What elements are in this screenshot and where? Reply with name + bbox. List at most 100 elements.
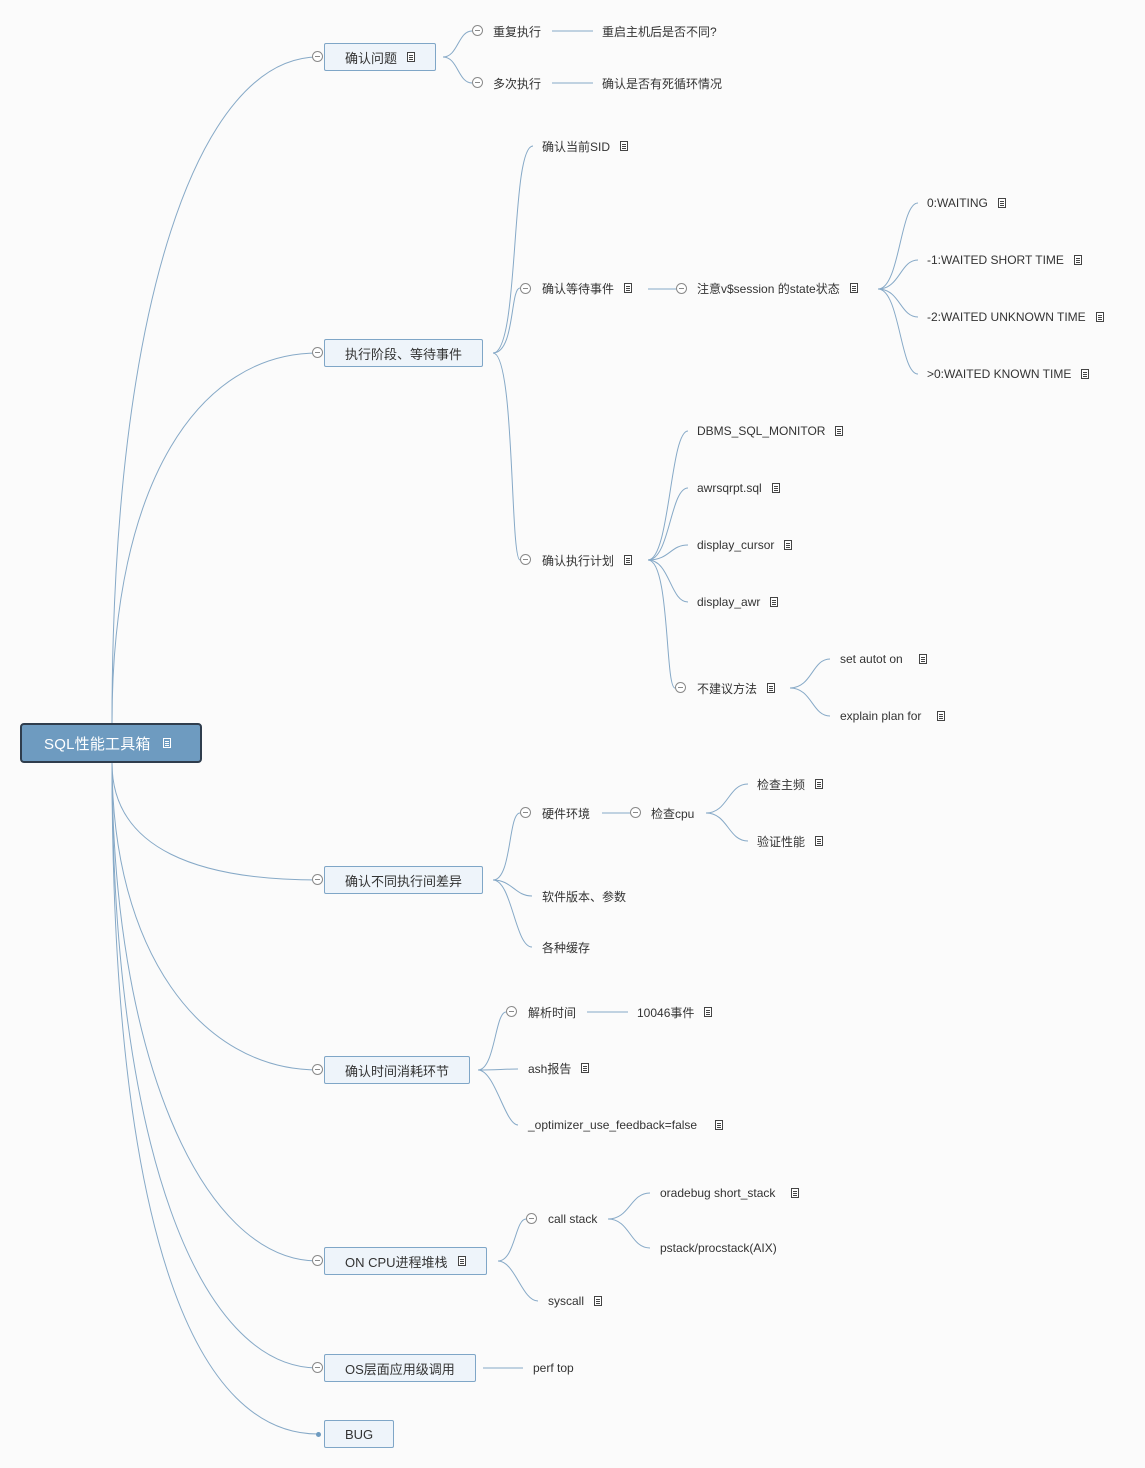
node-state-item[interactable]: 0:WAITING	[927, 194, 1006, 212]
node-multi-exec[interactable]: 多次执行	[493, 74, 541, 92]
note-icon[interactable]	[997, 198, 1006, 208]
link-root-b3	[111, 762, 319, 881]
collapse-icon[interactable]	[506, 1006, 517, 1017]
note-icon[interactable]	[835, 426, 844, 436]
node-not-recommended[interactable]: 不建议方法	[697, 679, 776, 697]
node-label: set autot on	[840, 652, 903, 666]
node-syscall[interactable]: syscall	[548, 1292, 603, 1310]
note-icon[interactable]	[624, 555, 633, 565]
note-icon[interactable]	[815, 779, 824, 789]
node-plan-item[interactable]: display_cursor	[697, 536, 793, 554]
node-label: 解析时间	[528, 1005, 577, 1020]
collapse-icon[interactable]	[312, 1064, 323, 1075]
collapse-icon[interactable]	[312, 347, 323, 358]
node-check-cpu[interactable]: 检查cpu	[651, 804, 694, 822]
note-icon[interactable]	[581, 1063, 590, 1073]
note-icon[interactable]	[1095, 312, 1104, 322]
node-state-item[interactable]: >0:WAITED KNOWN TIME	[927, 365, 1090, 383]
branch-confirm-problem[interactable]: 确认问题	[324, 43, 437, 71]
note-icon[interactable]	[624, 283, 633, 293]
node-cpu-item[interactable]: 检查主频	[757, 775, 824, 793]
note-icon[interactable]	[771, 483, 780, 493]
node-label: 注意v$session 的state状态	[697, 281, 840, 296]
node-label: 重启主机后是否不同?	[602, 24, 717, 39]
branch-os-app-call[interactable]: OS层面应用级调用	[324, 1354, 476, 1382]
collapse-icon[interactable]	[312, 1255, 323, 1266]
note-icon[interactable]	[594, 1296, 603, 1306]
branch-bug[interactable]: BUG	[324, 1420, 395, 1448]
node-current-sid[interactable]: 确认当前SID	[542, 137, 629, 155]
node-state-item[interactable]: -1:WAITED SHORT TIME	[927, 251, 1082, 269]
node-optimizer-feedback[interactable]: _optimizer_use_feedback=false	[528, 1116, 724, 1134]
node-repeat-exec[interactable]: 重复执行	[493, 22, 541, 40]
node-state-item[interactable]: -2:WAITED UNKNOWN TIME	[927, 308, 1104, 326]
collapse-icon[interactable]	[312, 1362, 323, 1373]
node-dead-loop[interactable]: 确认是否有死循环情况	[602, 74, 722, 92]
node-label: DBMS_SQL_MONITOR	[697, 424, 826, 438]
node-parse-time[interactable]: 解析时间	[528, 1003, 576, 1021]
note-icon[interactable]	[784, 540, 793, 550]
branch-on-cpu-stack[interactable]: ON CPU进程堆栈	[324, 1247, 487, 1275]
collapse-icon[interactable]	[312, 874, 323, 885]
node-wait-event[interactable]: 确认等待事件	[542, 279, 633, 297]
branch-exec-diff[interactable]: 确认不同执行间差异	[324, 866, 484, 894]
note-icon[interactable]	[162, 738, 171, 748]
note-icon[interactable]	[937, 711, 946, 721]
link-plan-0	[647, 430, 689, 561]
node-stack-item[interactable]: pstack/procstack(AIX)	[660, 1239, 777, 1257]
node-bad-item[interactable]: explain plan for	[840, 707, 946, 725]
note-icon[interactable]	[620, 141, 629, 151]
node-label: 软件版本、参数	[542, 889, 627, 904]
collapse-icon[interactable]	[472, 77, 483, 88]
node-call-stack[interactable]: call stack	[548, 1210, 597, 1228]
note-icon[interactable]	[704, 1007, 713, 1017]
note-icon[interactable]	[715, 1120, 724, 1130]
node-cache[interactable]: 各种缓存	[542, 938, 590, 956]
note-icon[interactable]	[1073, 255, 1082, 265]
node-reboot-diff[interactable]: 重启主机后是否不同?	[602, 22, 717, 40]
collapse-icon[interactable]	[526, 1213, 537, 1224]
node-label: call stack	[548, 1212, 598, 1226]
node-software[interactable]: 软件版本、参数	[542, 887, 626, 905]
collapse-icon[interactable]	[520, 807, 531, 818]
collapse-icon[interactable]	[312, 51, 323, 62]
node-10046[interactable]: 10046事件	[637, 1003, 713, 1021]
note-icon[interactable]	[815, 836, 824, 846]
note-icon[interactable]	[791, 1188, 800, 1198]
link-plan-3	[647, 559, 689, 603]
collapse-icon[interactable]	[676, 283, 687, 294]
collapse-icon[interactable]	[520, 283, 531, 294]
note-icon[interactable]	[770, 597, 779, 607]
link-plan-bad	[647, 559, 676, 689]
link-state-0	[877, 202, 919, 290]
branch-time-consumption[interactable]: 确认时间消耗环节	[324, 1056, 471, 1084]
root-node[interactable]: SQL性能工具箱	[20, 723, 202, 763]
collapse-icon[interactable]	[472, 25, 483, 36]
root-label: SQL性能工具箱	[44, 735, 151, 753]
note-icon[interactable]	[767, 683, 776, 693]
node-ash-report[interactable]: ash报告	[528, 1059, 590, 1077]
note-icon[interactable]	[457, 1256, 466, 1266]
node-perf-top[interactable]: perf top	[533, 1359, 574, 1377]
link-state-1	[877, 259, 919, 290]
note-icon[interactable]	[849, 283, 858, 293]
collapse-icon[interactable]	[630, 807, 641, 818]
node-hardware[interactable]: 硬件环境	[542, 804, 590, 822]
node-label: 多次执行	[493, 76, 542, 91]
note-icon[interactable]	[407, 52, 416, 62]
node-plan-item[interactable]: DBMS_SQL_MONITOR	[697, 422, 844, 440]
branch-exec-phase[interactable]: 执行阶段、等待事件	[324, 339, 484, 367]
node-plan-item[interactable]: display_awr	[697, 593, 779, 611]
node-cpu-item[interactable]: 验证性能	[757, 832, 824, 850]
collapse-icon[interactable]	[675, 682, 686, 693]
node-bad-item[interactable]: set autot on	[840, 650, 927, 668]
note-icon[interactable]	[1081, 369, 1090, 379]
collapse-icon[interactable]	[520, 554, 531, 565]
node-stack-item[interactable]: oradebug short_stack	[660, 1184, 800, 1202]
note-icon[interactable]	[918, 654, 927, 664]
link-b1-c1	[442, 30, 473, 58]
node-plan-item[interactable]: awrsqrpt.sql	[697, 479, 780, 497]
node-label: 0:WAITING	[927, 196, 988, 210]
node-exec-plan[interactable]: 确认执行计划	[542, 551, 633, 569]
node-session-state[interactable]: 注意v$session 的state状态	[697, 279, 858, 297]
